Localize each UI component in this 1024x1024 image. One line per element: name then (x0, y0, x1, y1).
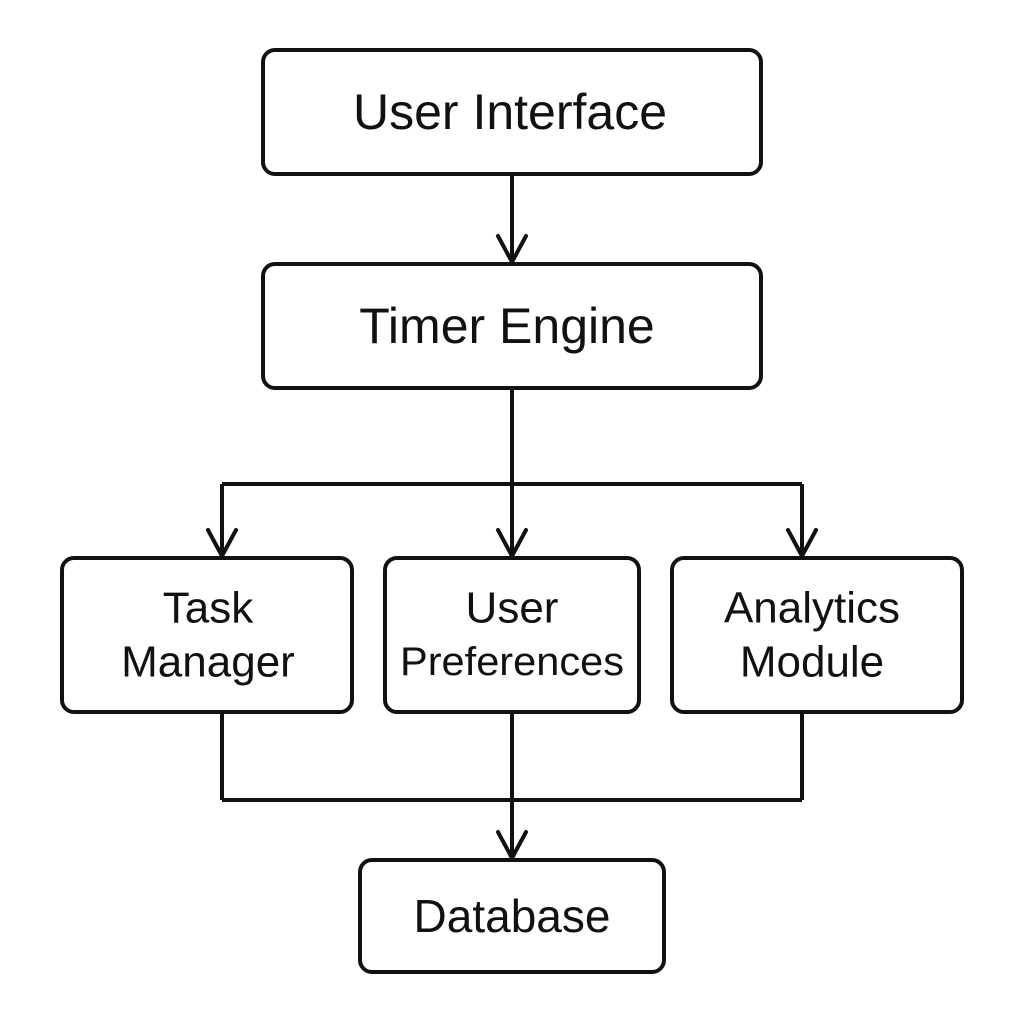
node-user-interface-label: User Interface (353, 84, 667, 140)
node-user-interface: User Interface (261, 48, 763, 176)
node-database-label: Database (414, 890, 611, 942)
node-user-preferences: User Preferences (383, 556, 641, 714)
node-analytics-module-label-line2: Module (740, 638, 884, 687)
node-task-manager-label-line1: Task (163, 584, 254, 633)
node-database: Database (358, 858, 666, 974)
node-analytics-module-label-line1: Analytics (724, 584, 900, 633)
node-user-preferences-label-line2: Preferences (400, 640, 624, 684)
node-task-manager-label-line2: Manager (121, 638, 295, 687)
node-timer-engine-label: Timer Engine (359, 298, 654, 354)
node-timer-engine: Timer Engine (261, 262, 763, 390)
node-analytics-module: Analytics Module (670, 556, 964, 714)
node-task-manager: Task Manager (60, 556, 354, 714)
node-user-preferences-label-line1: User (466, 584, 559, 633)
